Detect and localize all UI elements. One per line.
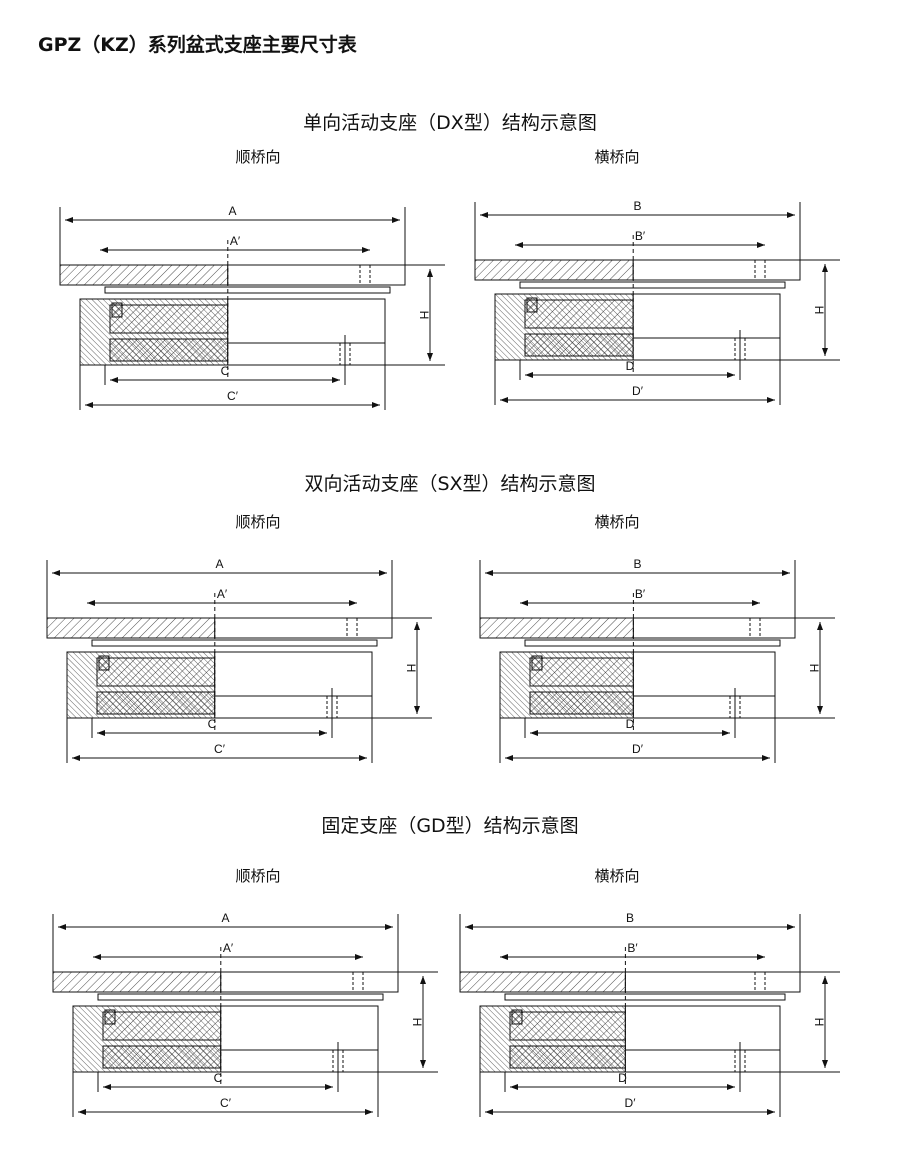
dimension-height-label: H [417, 311, 431, 320]
section-title-sx: 双向活动支座（SX型）结构示意图 [304, 473, 596, 495]
top-plate [227, 264, 406, 286]
seal-ring [98, 655, 110, 671]
seal-ring [531, 655, 543, 671]
diagram-gd-transverse: B B′ H D D′ [459, 911, 840, 1117]
dimension-bottom-outer-label: D′ [625, 1096, 637, 1110]
sliding-plate [97, 993, 384, 1001]
piston-section [529, 657, 634, 687]
pot [632, 293, 781, 361]
rubber-pad [524, 333, 634, 357]
section-title-gd: 固定支座（GD型）结构示意图 [321, 815, 579, 837]
top-plate-section [459, 971, 626, 993]
dimension-top-inner-label: B′ [627, 941, 638, 955]
top-plate [632, 617, 796, 639]
rubber-pad [509, 1045, 626, 1069]
dimension-top-outer-label: B [633, 557, 641, 571]
caption-longitudinal: 顺桥向 [235, 867, 281, 885]
dimension-height-label: H [812, 306, 826, 315]
dimension-top-inner-label: A′ [223, 941, 234, 955]
dimension-height-label: H [807, 664, 821, 673]
sliding-plate [91, 639, 378, 647]
top-plate-section [46, 617, 216, 639]
seal-ring [526, 297, 538, 313]
caption-longitudinal: 顺桥向 [235, 513, 281, 531]
seal-ring [511, 1009, 523, 1025]
dimension-height-label: H [410, 1018, 424, 1027]
dimension-bottom-inner-label: D [626, 359, 635, 373]
document-title: GPZ（KZ）系列盆式支座主要尺寸表 [38, 34, 357, 56]
dimension-bottom-inner-label: C [214, 1071, 223, 1085]
pot [220, 1005, 379, 1073]
piston-section [96, 657, 216, 687]
section-title-dx: 单向活动支座（DX型）结构示意图 [303, 112, 597, 134]
top-plate-section [474, 259, 634, 281]
seal-ring [104, 1009, 116, 1025]
diagram-dx-transverse: B B′ H D D′ [474, 199, 840, 405]
pot [227, 298, 386, 366]
rubber-pad [96, 691, 216, 715]
piston-section [102, 1011, 222, 1041]
diagram-sx-longitudinal: A A′ H C C′ [46, 557, 432, 763]
dimension-height-label: H [404, 664, 418, 673]
pot [624, 1005, 781, 1073]
dimension-bottom-inner-label: C [221, 364, 230, 378]
dimension-bottom-inner-label: D [618, 1071, 627, 1085]
sliding-plate [519, 281, 786, 289]
top-plate-section [52, 971, 222, 993]
piston-section [524, 299, 634, 329]
seal-ring [111, 302, 123, 318]
dimension-bottom-outer-label: D′ [632, 384, 644, 398]
caption-longitudinal: 顺桥向 [235, 148, 281, 166]
dimension-top-outer-label: B [626, 911, 634, 925]
diagram-dx-longitudinal: A A′ H C C′ [59, 204, 445, 410]
dimension-top-outer-label: A [228, 204, 236, 218]
dimension-bottom-outer-label: C′ [214, 742, 226, 756]
dimension-top-inner-label: A′ [230, 234, 241, 248]
dimension-top-inner-label: B′ [635, 229, 646, 243]
pot [632, 651, 776, 719]
top-plate [214, 617, 393, 639]
dimension-height-label: H [812, 1018, 826, 1027]
pot [214, 651, 373, 719]
piston-section [509, 1011, 626, 1041]
rubber-pad [529, 691, 634, 715]
sliding-plate [104, 286, 391, 294]
piston-section [109, 304, 229, 334]
top-plate-section [479, 617, 634, 639]
dimension-top-inner-label: A′ [217, 587, 228, 601]
dimension-top-inner-label: B′ [635, 587, 646, 601]
top-plate [624, 971, 801, 993]
rubber-pad [102, 1045, 222, 1069]
caption-transverse: 横桥向 [594, 148, 640, 166]
sliding-plate [504, 993, 786, 1001]
dimension-bottom-outer-label: D′ [632, 742, 644, 756]
top-plate [220, 971, 399, 993]
rubber-pad [109, 338, 229, 362]
dimension-bottom-outer-label: C′ [220, 1096, 232, 1110]
dimension-top-outer-label: A [221, 911, 229, 925]
caption-transverse: 横桥向 [594, 867, 640, 885]
sliding-plate [524, 639, 781, 647]
diagram-sx-transverse: B B′ H D D′ [479, 557, 835, 763]
top-plate-section [59, 264, 229, 286]
top-plate [632, 259, 801, 281]
diagram-gd-longitudinal: A A′ H C C′ [52, 911, 438, 1117]
dimension-bottom-inner-label: D [626, 717, 635, 731]
dimension-top-outer-label: A [215, 557, 223, 571]
dimension-top-outer-label: B [633, 199, 641, 213]
caption-transverse: 横桥向 [594, 513, 640, 531]
dimension-bottom-inner-label: C [208, 717, 217, 731]
dimension-bottom-outer-label: C′ [227, 389, 239, 403]
